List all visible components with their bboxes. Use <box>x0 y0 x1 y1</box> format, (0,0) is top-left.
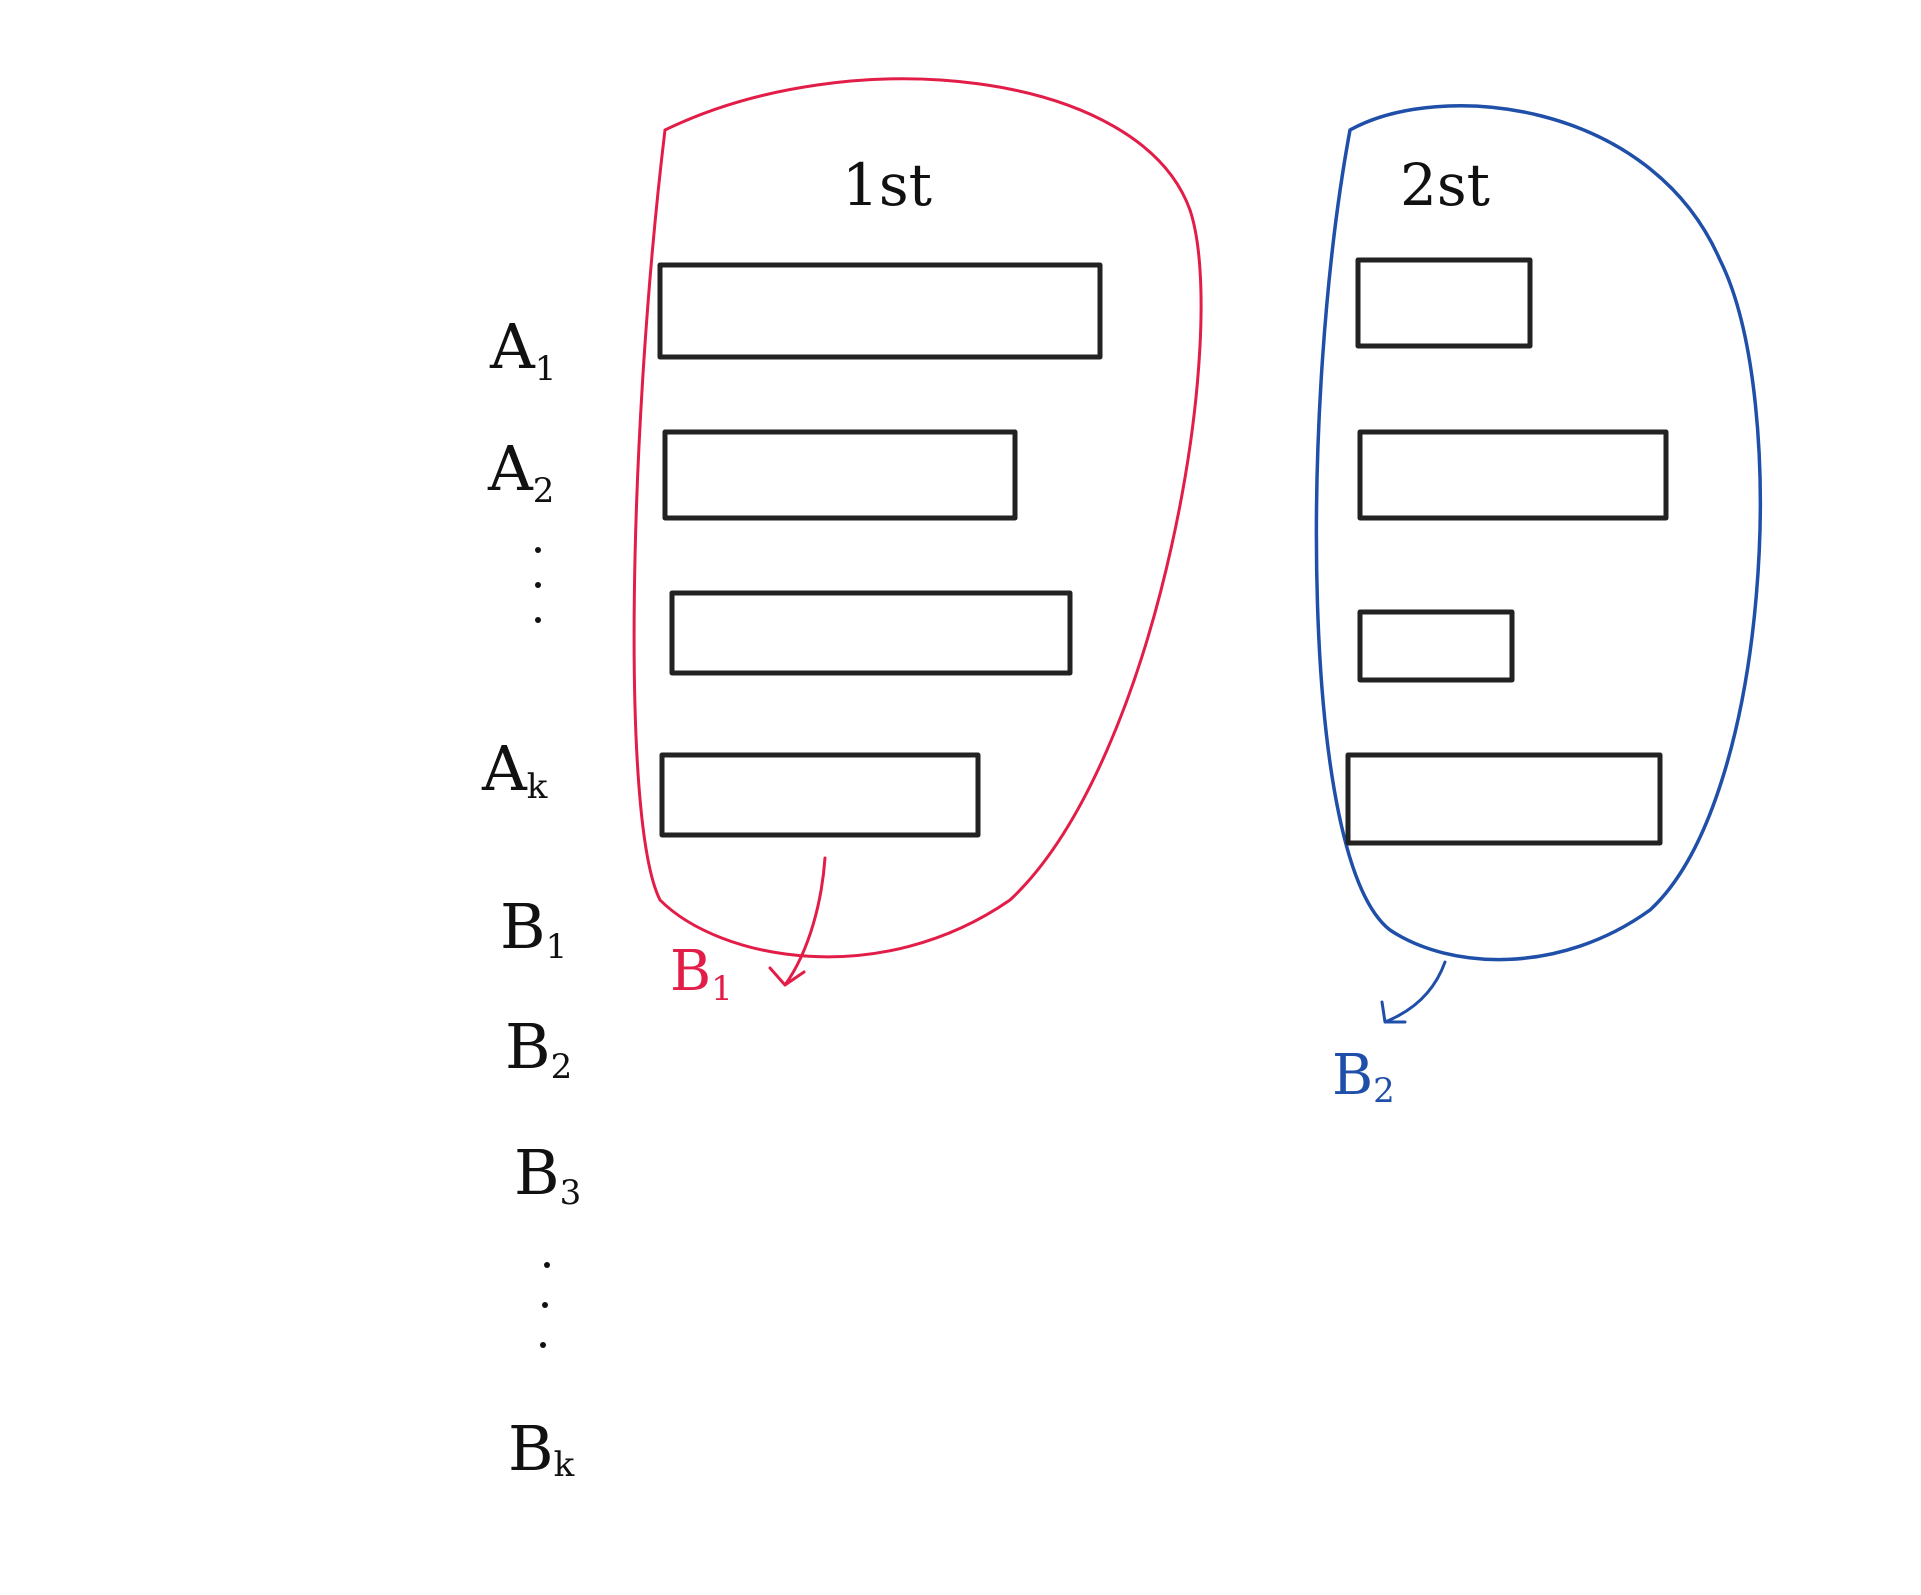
group-2st-output-label: B2 <box>1332 1043 1395 1111</box>
row-ellipsis-a <box>535 547 541 623</box>
row-label-b1: B1 <box>500 890 567 967</box>
group-2st-bar-a3 <box>1357 609 1515 683</box>
group-1st-bar-a3 <box>669 590 1073 676</box>
group-2st-bar-a1 <box>1355 257 1533 349</box>
group-1st-bar-a2 <box>662 429 1018 521</box>
group-1st-outline <box>632 77 1203 959</box>
row-label-ak: Ak <box>481 732 548 807</box>
group-2st-outline <box>1314 104 1762 962</box>
group-2st-title: 2st <box>1400 151 1490 219</box>
row-label-b2: B2 <box>505 1010 572 1087</box>
ellipsis-dot <box>535 617 541 623</box>
group-1st-output-label: B1 <box>670 939 733 1009</box>
group-1st-bar-a1 <box>657 262 1103 360</box>
row-ellipsis-b <box>540 1262 550 1348</box>
row-labels: A1 A2 Ak B1 B2 B3 Bk <box>481 310 581 1485</box>
ellipsis-dot <box>540 1342 546 1348</box>
group-2st-arrow <box>1380 960 1447 1024</box>
row-label-a2: A2 <box>487 432 554 511</box>
ellipsis-dot <box>544 1262 550 1268</box>
row-label-a1: A1 <box>489 310 556 389</box>
group-2st-bar-ak <box>1345 752 1663 846</box>
group-2st-bar-a2 <box>1357 429 1669 521</box>
group-1st: 1st B1 <box>632 77 1203 1009</box>
row-label-bk: Bk <box>508 1412 575 1485</box>
group-2st: 2st B2 <box>1314 104 1762 1111</box>
ellipsis-dot <box>535 547 541 553</box>
ellipsis-dot <box>535 582 541 588</box>
group-1st-arrow <box>768 856 827 987</box>
ellipsis-dot <box>542 1302 548 1308</box>
group-1st-bar-ak <box>659 752 981 838</box>
group-1st-title: 1st <box>842 151 932 219</box>
row-label-b3: B3 <box>514 1136 581 1213</box>
